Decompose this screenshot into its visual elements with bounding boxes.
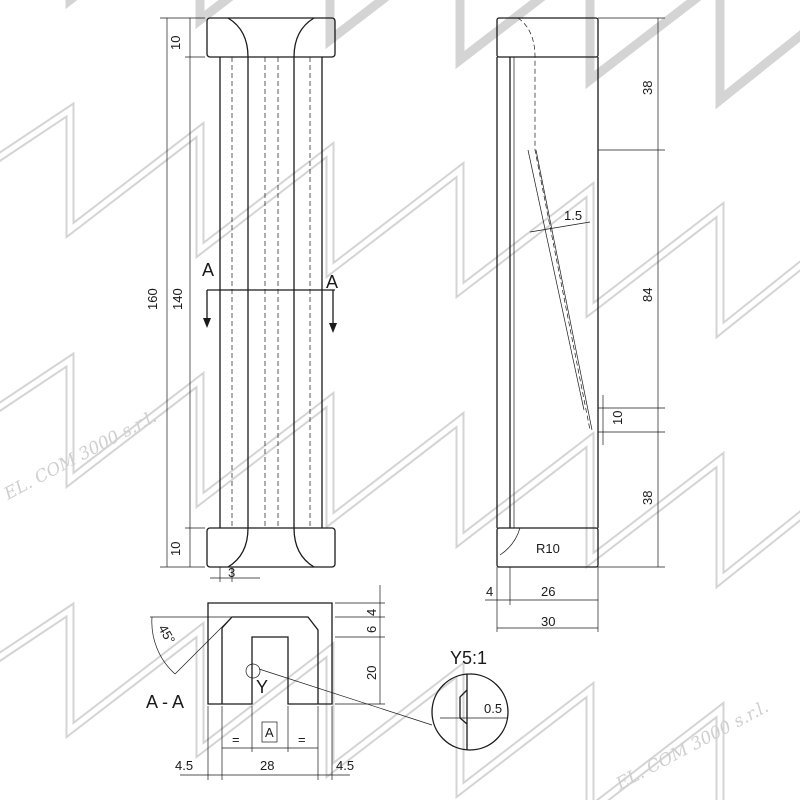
svg-text:38: 38 <box>640 491 655 505</box>
svg-text:10: 10 <box>610 411 625 425</box>
svg-text:10: 10 <box>168 542 183 556</box>
detail-y: Y5:1 0.5 <box>431 648 509 751</box>
watermark-text: EL. COM 3000 s.r.l. EL. COM 3000 s.r.l. <box>0 407 772 795</box>
svg-text:A: A <box>326 272 338 292</box>
svg-text:3: 3 <box>228 565 235 580</box>
svg-text:20: 20 <box>364 666 379 680</box>
svg-text:140: 140 <box>170 288 185 310</box>
svg-text:6: 6 <box>364 626 379 633</box>
svg-text:30: 30 <box>541 614 555 629</box>
svg-text:=: = <box>298 732 306 747</box>
side-view: 38 84 10 38 1.5 R10 4 26 30 <box>485 17 665 632</box>
svg-text:10: 10 <box>168 36 183 50</box>
svg-text:A - A: A - A <box>146 692 184 712</box>
front-view: 10 160 140 10 3 A A <box>145 17 338 582</box>
svg-text:=: = <box>232 732 240 747</box>
svg-text:4.5: 4.5 <box>336 758 354 773</box>
svg-text:EL. COM 3000 s.r.l.: EL. COM 3000 s.r.l. <box>0 407 160 505</box>
svg-text:4: 4 <box>486 584 493 599</box>
svg-text:EL. COM 3000 s.r.l.: EL. COM 3000 s.r.l. <box>612 697 772 795</box>
svg-text:1.5: 1.5 <box>564 208 582 223</box>
svg-text:38: 38 <box>640 81 655 95</box>
svg-text:160: 160 <box>145 288 160 310</box>
svg-text:Y: Y <box>256 677 268 697</box>
svg-text:28: 28 <box>260 758 274 773</box>
svg-text:4.5: 4.5 <box>175 758 193 773</box>
svg-text:0.5: 0.5 <box>484 701 502 716</box>
svg-text:84: 84 <box>640 288 655 302</box>
svg-text:R10: R10 <box>536 541 560 556</box>
svg-text:A: A <box>202 260 214 280</box>
svg-text:Y5:1: Y5:1 <box>450 648 487 668</box>
svg-text:26: 26 <box>541 584 555 599</box>
section-a-a: 45° Y A - A 4 6 20 = = A 4.5 28 4.5 <box>146 585 433 780</box>
svg-text:4: 4 <box>364 609 379 616</box>
svg-text:A: A <box>265 725 274 740</box>
svg-text:45°: 45° <box>155 622 178 647</box>
